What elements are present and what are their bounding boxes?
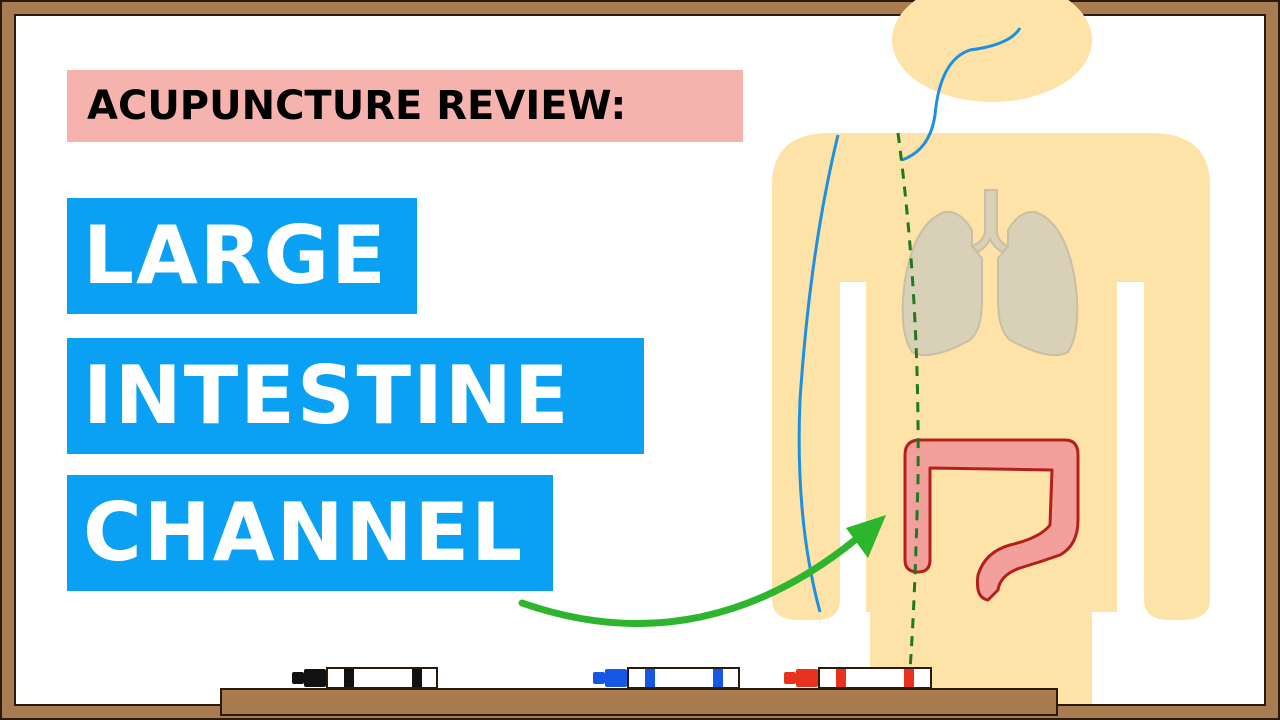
title-line-channel: CHANNEL xyxy=(67,475,553,591)
channel-line-arm xyxy=(797,134,840,613)
black-marker-barrel xyxy=(326,667,438,689)
red-marker-tip xyxy=(796,669,818,687)
black-marker-cap xyxy=(292,672,304,684)
pointer-arrow-icon xyxy=(518,515,886,627)
title-line-large: LARGE xyxy=(67,198,417,314)
blue-marker-cap xyxy=(593,672,605,684)
blue-marker-tip xyxy=(605,669,627,687)
black-marker-tip xyxy=(304,669,326,687)
subtitle-label: ACUPUNCTURE REVIEW: xyxy=(67,70,743,142)
blue-marker-band xyxy=(713,669,723,687)
red-marker-band xyxy=(904,669,914,687)
large-intestine-icon xyxy=(903,438,1080,602)
blue-marker-band xyxy=(645,669,655,687)
midline-dotted xyxy=(896,132,920,671)
black-marker-band xyxy=(412,669,422,687)
blue-marker-barrel xyxy=(627,667,740,689)
marker-tray xyxy=(220,688,1058,716)
red-marker-band xyxy=(836,669,846,687)
channel-line-face xyxy=(901,27,1022,162)
body-silhouette xyxy=(772,133,1210,704)
red-marker-barrel xyxy=(818,667,932,689)
title-line-intestine: INTESTINE xyxy=(67,338,644,454)
black-marker-band xyxy=(344,669,354,687)
head-shape xyxy=(892,0,1092,102)
red-marker-cap xyxy=(784,672,796,684)
lungs-icon xyxy=(901,189,1079,356)
